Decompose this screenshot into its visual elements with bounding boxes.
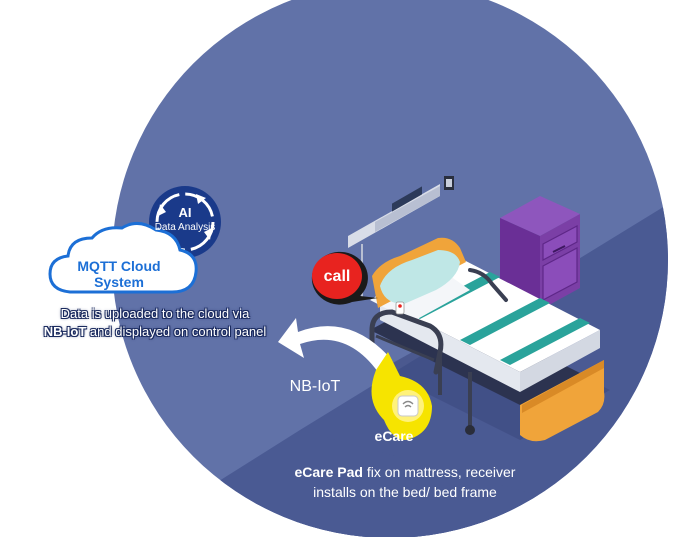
nbiot-arrow <box>278 318 392 372</box>
pad-caption-line2: installs on the bed/ bed frame <box>313 484 497 500</box>
ecare-pin <box>371 352 432 440</box>
mqtt-cloud-subtitle: System <box>94 274 144 290</box>
mqtt-cloud-title: MQTT Cloud <box>77 258 161 274</box>
upload-caption-rest: and displayed on control panel <box>86 324 267 339</box>
pad-name: eCare Pad <box>294 464 363 480</box>
call-label: call <box>323 268 351 285</box>
pad-caption-rest: fix on mattress, receiver <box>362 464 516 480</box>
nbiot-emphasis: NB-IoT <box>43 324 87 339</box>
ai-title: AI <box>178 205 192 220</box>
hospital-bed <box>369 237 610 442</box>
ecare-label: eCare <box>374 428 414 444</box>
upload-caption-line1: Data is uploaded to the cloud via <box>60 306 250 321</box>
mqtt-cloud <box>48 222 198 294</box>
call-bubble <box>311 251 378 305</box>
ai-subtitle: Data Analysis <box>154 222 216 233</box>
upload-caption-line2: NB-IoT and displayed on control panel <box>10 324 300 339</box>
nbiot-label: NB-IoT <box>289 378 341 395</box>
pad-caption-line1: eCare Pad fix on mattress, receiver <box>220 464 590 480</box>
